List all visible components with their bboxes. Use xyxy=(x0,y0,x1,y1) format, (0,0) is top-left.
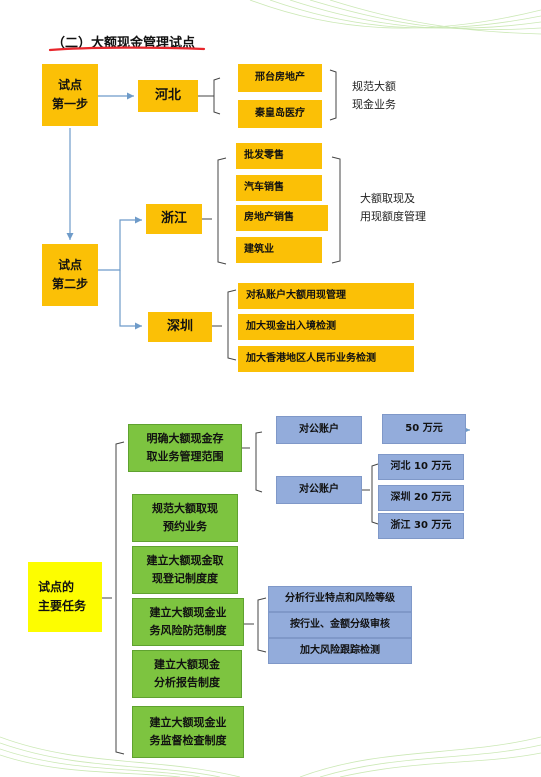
hebei-note: 规范大额 现金业务 xyxy=(352,78,396,113)
task-report: 建立大额现金 分析报告制度 xyxy=(132,650,242,698)
step2-box: 试点 第二步 xyxy=(42,244,98,306)
zhejiang-box: 浙江 xyxy=(146,204,202,234)
zhejiang-item-auto: 汽车销售 xyxy=(236,175,322,201)
task-registration-line2: 现登记制度度 xyxy=(152,572,218,585)
shenzhen-box: 深圳 xyxy=(148,312,212,342)
hebei-item-qinhuangdao: 秦皇岛医疗 xyxy=(238,100,322,128)
tasks-root-line1: 试点的 xyxy=(38,579,75,594)
risk-item-tracking: 加大风险跟踪检测 xyxy=(268,638,412,664)
task-supervision-line1: 建立大额现金业 xyxy=(149,716,227,730)
task-risk: 建立大额现金业 务风险防范制度 xyxy=(132,598,244,646)
hebei-note-line1: 规范大额 xyxy=(352,80,396,93)
hebei-note-line2: 现金业务 xyxy=(352,97,396,111)
task-risk-line1: 建立大额现金业 xyxy=(149,606,227,620)
task-scope: 明确大额现金存 取业务管理范围 xyxy=(128,424,242,472)
zhejiang-item-wholesale: 批发零售 xyxy=(236,143,322,169)
shenzhen-item-border: 加大现金出入境检测 xyxy=(238,314,414,340)
risk-item-analysis: 分析行业特点和风险等级 xyxy=(268,586,412,612)
amount-shenzhen: 深圳 20 万元 xyxy=(378,485,464,511)
tasks-root-line2: 主要任务 xyxy=(38,599,87,613)
step1-box: 试点 第一步 xyxy=(42,64,98,126)
shenzhen-item-hk: 加大香港地区人民币业务检测 xyxy=(238,346,414,372)
zhejiang-item-realestate: 房地产销售 xyxy=(236,205,328,231)
task-report-line2: 分析报告制度 xyxy=(154,676,220,689)
amount-zhejiang: 浙江 30 万元 xyxy=(378,513,464,539)
task-risk-line2: 务风险防范制度 xyxy=(149,624,227,637)
shenzhen-item-private: 对私账户大额用现管理 xyxy=(238,283,414,309)
risk-item-review: 按行业、金额分级审核 xyxy=(268,612,412,638)
title-underline xyxy=(48,46,206,52)
task-reservation: 规范大额取现 预约业务 xyxy=(132,494,238,542)
task-supervision-line2: 务监督检查制度 xyxy=(149,734,227,747)
tasks-root-box: 试点的 主要任务 xyxy=(28,562,102,632)
task-scope-line2: 取业务管理范围 xyxy=(146,450,224,463)
task-report-line1: 建立大额现金 xyxy=(154,658,220,672)
hebei-item-xingtai: 邢台房地产 xyxy=(238,64,322,92)
step1-line1: 试点 xyxy=(57,77,82,92)
amount-50: 50 万元 xyxy=(382,414,466,444)
hebei-box: 河北 xyxy=(138,80,198,112)
task-reservation-line2: 预约业务 xyxy=(163,520,207,533)
zhejiang-note-line2: 用现额度管理 xyxy=(360,209,426,223)
step2-line1: 试点 xyxy=(57,257,82,272)
account-box-2: 对公账户 xyxy=(276,476,362,504)
task-supervision: 建立大额现金业 务监督检查制度 xyxy=(132,706,244,758)
task-reservation-line1: 规范大额取现 xyxy=(152,502,218,516)
amount-hebei: 河北 10 万元 xyxy=(378,454,464,480)
step2-line2: 第二步 xyxy=(51,277,88,291)
zhejiang-note-line1: 大额取现及 xyxy=(360,192,415,205)
task-scope-line1: 明确大额现金存 xyxy=(146,432,224,446)
zhejiang-note: 大额取现及 用现额度管理 xyxy=(360,190,426,225)
task-registration-line1: 建立大额现金取 xyxy=(146,554,224,568)
account-box-1: 对公账户 xyxy=(276,416,362,444)
zhejiang-item-construction: 建筑业 xyxy=(236,237,322,263)
step1-line2: 第一步 xyxy=(51,97,88,111)
task-registration: 建立大额现金取 现登记制度度 xyxy=(132,546,238,594)
